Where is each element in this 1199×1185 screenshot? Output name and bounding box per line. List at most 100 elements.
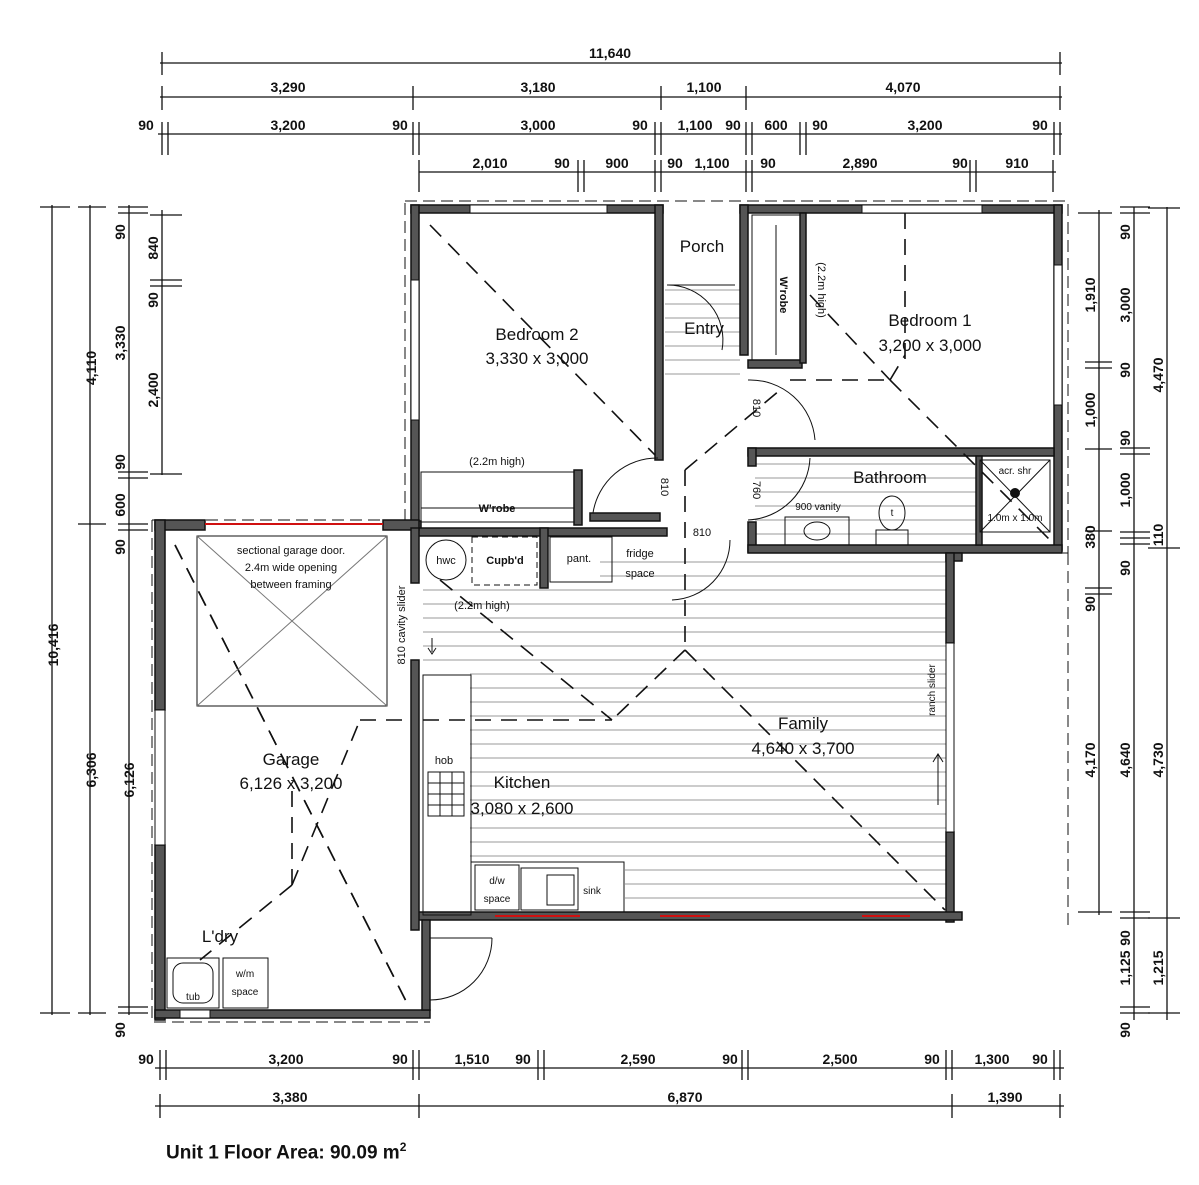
- dim-top-r2-1: 3,290: [270, 79, 305, 95]
- door-width-bath: 760: [750, 481, 762, 499]
- garage-door-note-1: sectional garage door.: [237, 545, 345, 557]
- room-family-size: 4,640 x 3,700: [751, 739, 854, 758]
- fridge-label-1: fridge: [626, 548, 654, 560]
- dim-top-r4-6: 90: [760, 155, 776, 171]
- dim-bot-r2-1: 3,380: [272, 1089, 307, 1105]
- dim-top-r3-2: 3,200: [270, 117, 305, 133]
- room-bedroom2-size: 3,330 x 3,000: [485, 349, 588, 368]
- wrobe2-label: W'robe: [479, 503, 516, 515]
- room-bedroom2-name: Bedroom 2: [495, 325, 578, 344]
- dim-left-c3-4: 600: [112, 493, 128, 517]
- dim-left-c4-2: 90: [145, 292, 161, 308]
- dim-top-r2-4: 4,070: [885, 79, 920, 95]
- dim-right-c2-7: 4,640: [1117, 742, 1133, 777]
- dim-right-1215: 1,215: [1150, 950, 1166, 985]
- dim-right-c2-2: 3,000: [1117, 287, 1133, 322]
- dishwasher-label-1: d/w: [489, 876, 505, 887]
- dim-top-r3-4: 3,000: [520, 117, 555, 133]
- toilet-label: t: [891, 508, 894, 519]
- garage-door-note-3: between framing: [250, 579, 331, 591]
- dim-bot-r1-8: 2,500: [822, 1051, 857, 1067]
- dim-top-r4-9: 910: [1005, 155, 1029, 171]
- dim-top-r3-8: 600: [764, 117, 788, 133]
- dim-bot-r1-3: 90: [392, 1051, 408, 1067]
- shower-size: 1.0m x 1.0m: [987, 513, 1042, 524]
- door-width-bed2: 810: [658, 478, 670, 496]
- wrobe1-label: W'robe: [777, 277, 789, 314]
- dim-top-r2-2: 3,180: [520, 79, 555, 95]
- dim-bot-r1-10: 1,300: [974, 1051, 1009, 1067]
- dim-bot-r1-2: 3,200: [268, 1051, 303, 1067]
- annotations: (2.2m high) W'robe W'robe (2.2m high) 81…: [186, 262, 1042, 1003]
- hob-label: hob: [435, 755, 453, 767]
- pantry-label: pant.: [567, 553, 591, 565]
- top-dimensions: 11,640 3,290 3,180 1,100 4,070 90 3,200 …: [138, 45, 1062, 192]
- dim-top-r4-8: 90: [952, 155, 968, 171]
- dim-left-6306: 6,306: [83, 752, 99, 787]
- ceiling-lines: [174, 213, 1051, 1006]
- room-kitchen-name: Kitchen: [494, 773, 551, 792]
- dim-top-r4-2: 90: [554, 155, 570, 171]
- dim-top-r3-3: 90: [392, 117, 408, 133]
- dim-top-r4-7: 2,890: [842, 155, 877, 171]
- windows: [154, 204, 1063, 1019]
- cupboard-height-note: (2.2m high): [454, 600, 510, 612]
- dim-left-c3-2: 3,330: [112, 325, 128, 360]
- dim-right-c1-1: 1,910: [1082, 277, 1098, 312]
- room-bedroom1-name: Bedroom 1: [888, 311, 971, 330]
- dim-right-c1-4: 380: [1082, 525, 1098, 549]
- room-bedroom1-size: 3,200 x 3,000: [878, 336, 981, 355]
- ranch-slider-label: ranch slider: [927, 663, 938, 715]
- room-entry-name: Entry: [684, 319, 724, 338]
- dim-right-c1-8: 1,125: [1117, 950, 1133, 985]
- dim-left-4110: 4,110: [83, 351, 99, 385]
- dim-right-c1-6: 4,170: [1082, 742, 1098, 777]
- wrobe2-height-note: (2.2m high): [469, 456, 525, 468]
- dim-right-4470: 4,470: [1150, 357, 1166, 392]
- room-laundry-name: L'dry: [202, 927, 239, 946]
- door-width-hall: 810: [693, 527, 711, 539]
- fridge-label-2: space: [625, 568, 654, 580]
- door-swings: [429, 284, 816, 1001]
- room-porch-name: Porch: [680, 237, 724, 256]
- dim-right-c1-2: 90: [1117, 362, 1133, 378]
- dim-bot-r2-2: 6,870: [667, 1089, 702, 1105]
- dim-bot-r1-4: 1,510: [454, 1051, 489, 1067]
- dim-left-c3-3: 90: [112, 454, 128, 470]
- room-labels: Bedroom 2 3,330 x 3,000 Porch Entry Bedr…: [202, 237, 982, 946]
- sink-label: sink: [583, 886, 602, 897]
- dim-top-r4-5: 1,100: [694, 155, 729, 171]
- bottom-dimensions: 90 3,200 90 1,510 90 2,590 90 2,500 90 1…: [138, 1050, 1064, 1118]
- dim-top-r4-4: 90: [667, 155, 683, 171]
- shower-label: acr. shr: [999, 466, 1032, 477]
- room-bathroom-name: Bathroom: [853, 468, 927, 487]
- dishwasher-label-2: space: [484, 894, 511, 905]
- dim-right-c1-7: 90: [1117, 930, 1133, 946]
- fixtures: [166, 214, 1051, 1009]
- floor-area-caption: Unit 1 Floor Area: 90.09 m2: [166, 1140, 406, 1164]
- dim-top-r4-3: 900: [605, 155, 629, 171]
- dim-top-overall: 11,640: [589, 45, 631, 61]
- vanity-label: 900 vanity: [795, 502, 841, 513]
- dim-bot-r1-6: 2,590: [620, 1051, 655, 1067]
- dim-top-r3-6: 1,100: [677, 117, 712, 133]
- floor-area-unit-superscript: 2: [399, 1140, 407, 1154]
- washing-machine-label-2: space: [232, 987, 259, 998]
- dim-right-c1-9: 90: [1117, 1022, 1133, 1038]
- tub-label: tub: [186, 992, 200, 1003]
- room-garage-size: 6,126 x 3,200: [239, 774, 342, 793]
- dim-top-r3-7: 90: [725, 117, 741, 133]
- door-width-bed1: 810: [750, 399, 762, 417]
- hwc-label: hwc: [436, 555, 456, 567]
- dim-bot-r1-11: 90: [1032, 1051, 1048, 1067]
- dim-top-r3-9: 90: [812, 117, 828, 133]
- dim-right-c1-3: 1,000: [1082, 392, 1098, 427]
- cupboard-label: Cupb'd: [486, 555, 523, 567]
- dim-left-c4-3: 2,400: [145, 372, 161, 407]
- dim-top-r3-1: 90: [138, 117, 154, 133]
- dim-right-4730: 4,730: [1150, 742, 1166, 777]
- dim-top-r3-11: 90: [1032, 117, 1048, 133]
- dim-right-110: 110: [1150, 523, 1166, 546]
- dim-bot-r1-7: 90: [722, 1051, 738, 1067]
